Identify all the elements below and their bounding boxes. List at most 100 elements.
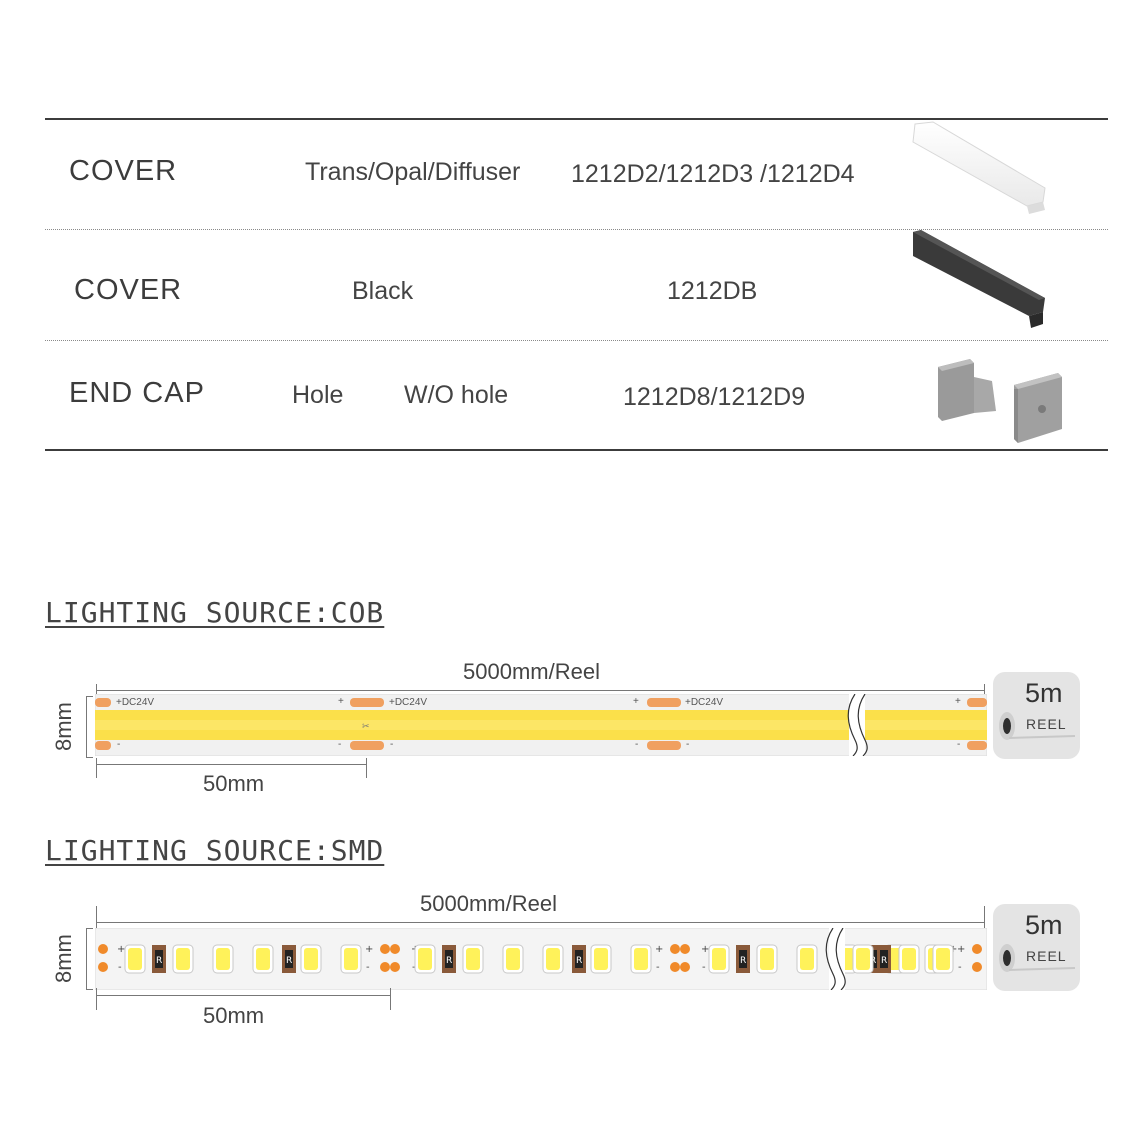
cob-badge-length: 5m	[1025, 678, 1063, 708]
led-phosphor	[128, 948, 142, 970]
cob-minus-sign: -	[338, 739, 342, 750]
cob-badge-text: REEL	[1026, 716, 1067, 732]
plus-sign: +	[957, 944, 965, 955]
resistor-body	[285, 950, 293, 968]
cob-reel-badge: 5m REEL	[993, 672, 1080, 759]
smd-width-label: 8mm	[51, 934, 76, 983]
cob-length-dimension-tick	[96, 684, 97, 696]
led-phosphor	[594, 948, 608, 970]
solder-pad	[670, 944, 680, 954]
led-phosphor	[760, 948, 774, 970]
led-phosphor	[712, 948, 726, 970]
cob-minus-sign: -	[390, 739, 394, 750]
led-phosphor	[936, 948, 950, 970]
solder-pad	[972, 962, 982, 972]
solder-pad	[98, 962, 108, 972]
cob-strip: ✂	[95, 694, 987, 756]
led-phosphor	[506, 948, 520, 970]
solder-pad	[380, 944, 390, 954]
led-phosphor	[216, 948, 230, 970]
minus-sign: -	[656, 962, 660, 973]
led-phosphor	[856, 948, 870, 970]
solder-pad	[380, 962, 390, 972]
cob-plus-sign: +	[633, 696, 639, 707]
cob-plus-sign: +	[955, 696, 961, 707]
cob-reel-length: 5000mm/Reel	[463, 659, 600, 684]
cob-minus-sign: -	[686, 739, 690, 750]
resistor-label: R	[881, 956, 887, 966]
plus-sign: +	[701, 944, 709, 955]
svg-text:✂: ✂	[362, 722, 370, 732]
reel-icon	[999, 712, 1076, 740]
smd-badge-text: REEL	[1026, 948, 1067, 964]
solder-pad	[390, 962, 400, 972]
minus-sign: -	[702, 962, 706, 973]
minus-sign: -	[412, 962, 416, 973]
led-phosphor	[344, 948, 358, 970]
smd-width-bracket	[86, 928, 93, 990]
cob-voltage-label: +DC24V	[389, 697, 428, 708]
solder-pad	[680, 944, 690, 954]
solder-pad	[390, 944, 400, 954]
smd-cut-length: 50mm	[203, 1003, 265, 1028]
cob-section-title: LIGHTING SOURCE:COB	[45, 596, 385, 629]
solder-pad	[98, 944, 108, 954]
smd-reel-badge: 5m REEL	[993, 904, 1080, 991]
cob-cut-dimension-tick	[96, 758, 97, 778]
black-cover-profile-image	[913, 230, 1045, 328]
table-row-divider	[45, 340, 1108, 341]
cob-voltage-label: +DC24V	[116, 697, 155, 708]
reel-icon	[999, 944, 1076, 972]
resistor-body	[739, 950, 747, 968]
smd-cut-dimension-tick	[96, 988, 97, 1010]
table-top-rule	[45, 118, 1108, 120]
part-model: 1212D2/1212D3 /1212D4	[571, 160, 855, 188]
resistor-label: R	[446, 956, 452, 966]
cob-voltage-label: +DC24V	[685, 697, 724, 708]
cob-length-dimension-tick	[984, 684, 985, 696]
led-phosphor	[902, 948, 916, 970]
resistor-body	[575, 950, 583, 968]
resistor-label: R	[740, 956, 746, 966]
minus-sign: -	[958, 962, 962, 973]
cob-length-dimension-line	[96, 690, 984, 691]
cob-width-bracket	[86, 696, 93, 758]
resistor-label: R	[576, 956, 582, 966]
resistor-label: R	[156, 956, 162, 966]
part-option: Trans/Opal/Diffuser	[305, 158, 521, 186]
end-cap-image	[938, 359, 1062, 443]
led-phosphor	[800, 948, 814, 970]
cob-minus-sign: -	[957, 739, 961, 750]
part-model: 1212D8/1212D9	[623, 383, 806, 411]
cob-minus-sign: -	[635, 739, 639, 750]
smd-length-dimension-line	[96, 922, 984, 923]
led-phosphor	[304, 948, 318, 970]
cob-width-label: 8mm	[51, 702, 76, 751]
smd-strip: +-RR+-+-RR+-+-RR+-R+-	[95, 928, 987, 990]
part-model: 1212DB	[667, 277, 758, 305]
led-phosphor	[634, 948, 648, 970]
smd-cut-dimension-tick	[390, 988, 391, 1010]
smd-badge-length: 5m	[1025, 910, 1063, 940]
resistor-label: R	[286, 956, 292, 966]
part-option: W/O hole	[404, 381, 509, 409]
plus-sign: +	[655, 944, 663, 955]
plus-sign: +	[117, 944, 125, 955]
plus-sign: +	[365, 944, 373, 955]
table-row-divider	[45, 229, 1108, 230]
cob-plus-sign: +	[338, 696, 344, 707]
led-phosphor	[176, 948, 190, 970]
led-phosphor	[546, 948, 560, 970]
minus-sign: -	[118, 962, 122, 973]
part-name: COVER	[69, 155, 178, 187]
smd-section-title: LIGHTING SOURCE:SMD	[45, 834, 385, 867]
minus-sign: -	[366, 962, 370, 973]
led-phosphor	[256, 948, 270, 970]
cob-cut-dimension-tick	[366, 758, 367, 778]
solder-pad	[972, 944, 982, 954]
white-cover-profile-image	[912, 121, 1046, 214]
part-name: END CAP	[69, 377, 205, 409]
resistor-body	[445, 950, 453, 968]
resistor-body	[880, 950, 888, 968]
cob-cut-length: 50mm	[203, 771, 265, 796]
